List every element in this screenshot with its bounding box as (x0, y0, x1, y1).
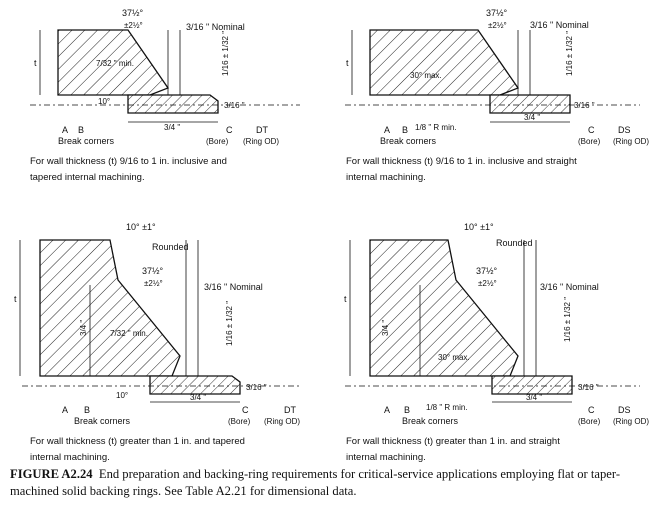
panel-caption-4b: internal machining. (346, 452, 426, 463)
bore-3: (Bore) (228, 417, 251, 426)
angle10-3: 10° (116, 391, 128, 400)
backing-ring-1 (127, 94, 219, 114)
width-4: 3/4 " (526, 393, 542, 402)
bevel-angle-2: 37½° (486, 8, 508, 18)
panel-caption-3b: internal machining. (30, 452, 110, 463)
panel-caption-4a: For wall thickness (t) greater than 1 in… (346, 436, 560, 447)
width-1: 3/4 " (164, 123, 180, 132)
backing-ring-2 (489, 94, 571, 114)
label-DS-2: DS (618, 125, 631, 135)
t-label-4: t (344, 294, 347, 304)
bevel-tol-3: ±2½° (144, 279, 163, 288)
break-corners-4: Break corners (402, 416, 459, 426)
bevel-tol-2: ±2½° (488, 21, 507, 30)
min-1: 7/32 " min. (96, 59, 134, 68)
label-A-3: A (62, 405, 68, 415)
root-1: 1/16 ± 1/32 " (221, 31, 230, 76)
rounded-4: Rounded (496, 238, 533, 248)
pipe-wall-2 (369, 29, 520, 96)
ring-t-1: 3/16 " (224, 101, 245, 110)
od-4: (Ring OD) (613, 417, 649, 426)
label-B-4: B (404, 405, 410, 415)
root-3: 1/16 ± 1/32 " (225, 301, 234, 346)
top-angle-3: 10° ±1° (126, 222, 156, 232)
figure-caption: FIGURE A2.24 End preparation and backing… (10, 466, 660, 500)
nominal-2: 3/16 " Nominal (530, 20, 589, 30)
t34-4: 3/4 " (381, 320, 390, 336)
max-2: 30° max. (410, 71, 442, 80)
t-label-1: t (34, 58, 37, 68)
label-A-4: A (384, 405, 390, 415)
bevel-angle-3: 37½° (142, 266, 164, 276)
od-3: (Ring OD) (264, 417, 300, 426)
nominal-4: 3/16 " Nominal (540, 282, 599, 292)
panel-caption-2b: internal machining. (346, 172, 426, 183)
min-3: 7/32 " min. (110, 329, 148, 338)
od-1: (Ring OD) (243, 137, 279, 146)
break-corners-2: Break corners (380, 136, 437, 146)
panel-caption-3a: For wall thickness (t) greater than 1 in… (30, 436, 245, 447)
angle10-1: 10° (98, 97, 110, 106)
nominal-1: 3/16 " Nominal (186, 22, 245, 32)
bevel-tol-1: ±2½° (124, 21, 143, 30)
label-DT-1: DT (256, 125, 268, 135)
label-DT-3: DT (284, 405, 296, 415)
label-B-3: B (84, 405, 90, 415)
bevel-angle-4: 37½° (476, 266, 498, 276)
width-3: 3/4 " (190, 393, 206, 402)
max-4: 30° max. (438, 353, 470, 362)
top-angle-4: 10° ±1° (464, 222, 494, 232)
panel-caption-1a: For wall thickness (t) 9/16 to 1 in. inc… (30, 156, 227, 167)
label-B-2: B (402, 125, 408, 135)
label-C-2: C (588, 125, 595, 135)
pipe-wall-1 (57, 29, 170, 96)
break-corners-3: Break corners (74, 416, 131, 426)
label-A-2: A (384, 125, 390, 135)
width-2: 3/4 " (524, 113, 540, 122)
label-A-1: A (62, 125, 68, 135)
bevel-tol-4: ±2½° (478, 279, 497, 288)
panel-caption-1b: tapered internal machining. (30, 172, 145, 183)
panel-1: t 37½° ±2½° 3/16 " Nominal 7/32 " min. 1… (30, 8, 300, 183)
panel-caption-2a: For wall thickness (t) 9/16 to 1 in. inc… (346, 156, 577, 167)
od-2: (Ring OD) (613, 137, 649, 146)
t34-3: 3/4 " (79, 320, 88, 336)
t-label-2: t (346, 58, 349, 68)
label-DS-4: DS (618, 405, 631, 415)
label-C-4: C (588, 405, 595, 415)
figure-label: FIGURE A2.24 (10, 467, 93, 481)
pipe-wall-3 (39, 239, 181, 377)
label-B-1: B (78, 125, 84, 135)
rmin-4: 1/8 " R min. (426, 403, 468, 412)
bevel-angle-1: 37½° (122, 8, 144, 18)
rounded-3: Rounded (152, 242, 189, 252)
ring-t-3: 3/16 " (246, 383, 267, 392)
rmin-2: 1/8 " R min. (415, 123, 457, 132)
nominal-3: 3/16 " Nominal (204, 282, 263, 292)
label-C-1: C (226, 125, 233, 135)
pipe-wall-4 (369, 239, 519, 377)
backing-ring-4 (491, 375, 573, 395)
panel-2: t 37½° ±2½° 3/16 " Nominal 30° max. 1/8 … (345, 8, 649, 183)
label-C-3: C (242, 405, 249, 415)
bore-1: (Bore) (206, 137, 229, 146)
panel-3: t 10° ±1° Rounded 37½° ±2½° 3/16 " Nomin… (14, 222, 300, 463)
panel-4: t 10° ±1° Rounded 37½° ±2½° 3/16 " Nomin… (344, 222, 649, 463)
t-label-3: t (14, 294, 17, 304)
figure-caption-text: End preparation and backing-ring require… (10, 467, 621, 498)
bore-2: (Bore) (578, 137, 601, 146)
backing-ring-3 (149, 375, 241, 395)
root-4: 1/16 ± 1/32 " (563, 297, 572, 342)
bore-4: (Bore) (578, 417, 601, 426)
break-corners-1: Break corners (58, 136, 115, 146)
ring-t-2: 3/16 " (574, 101, 595, 110)
ring-t-4: 3/16 " (578, 383, 599, 392)
root-2: 1/16 ± 1/32 " (565, 31, 574, 76)
